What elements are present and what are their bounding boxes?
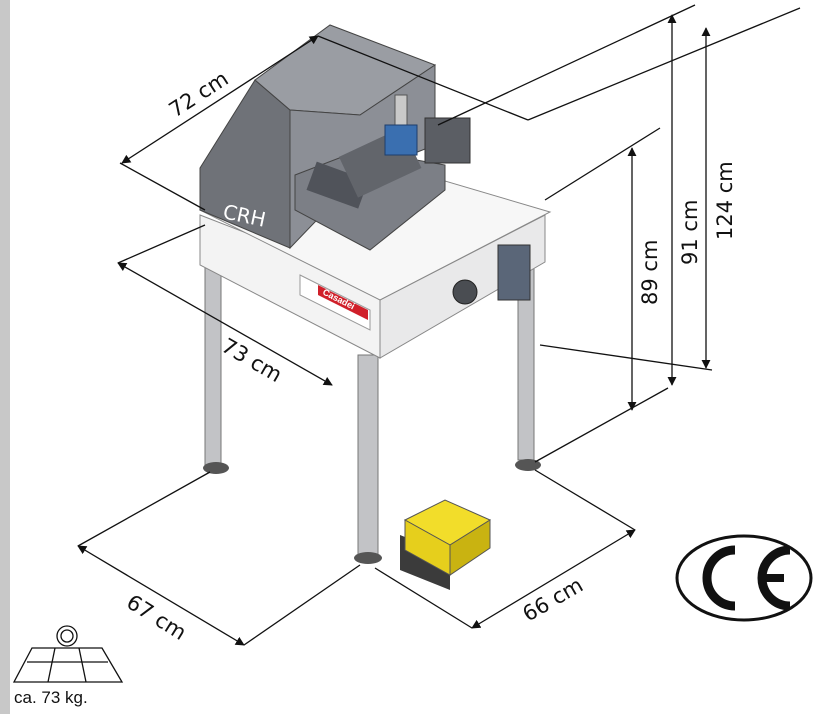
- ext-line: [77, 471, 211, 547]
- ext-line: [317, 35, 529, 121]
- back-left-leg: [203, 249, 229, 474]
- pneumatic-unit: [452, 244, 531, 305]
- dim-line-72: [121, 35, 319, 164]
- ext-line: [437, 4, 696, 126]
- foot-pedal: [400, 499, 492, 590]
- ext-line: [539, 344, 713, 371]
- dim-label-89: 89 cm: [638, 240, 662, 305]
- dim-label-124: 124 cm: [713, 161, 737, 240]
- ext-line: [527, 7, 801, 121]
- valve-assembly: [384, 94, 471, 164]
- machine-drawing: [198, 24, 552, 590]
- ext-line: [117, 224, 206, 264]
- ext-line: [544, 127, 661, 201]
- dim-line-67: [77, 545, 245, 646]
- ext-line: [243, 564, 361, 646]
- ext-line: [374, 567, 473, 629]
- weight-icon: [12, 625, 124, 683]
- ce-mark-icon: [675, 534, 813, 622]
- weight-label: ca. 73 kg.: [14, 688, 88, 707]
- dim-label-67: 67 cm: [122, 590, 190, 645]
- left-edge-bar: [0, 0, 10, 714]
- dimension-lines: [77, 4, 801, 646]
- dim-line-66: [471, 529, 636, 629]
- dim-label-73: 73 cm: [218, 334, 287, 387]
- ext-line: [534, 469, 636, 531]
- back-right-leg: [515, 254, 541, 471]
- dim-line-73: [117, 262, 333, 386]
- ext-line: [534, 387, 669, 463]
- front-leg: [354, 354, 382, 564]
- dim-label-66: 66 cm: [519, 573, 588, 626]
- ext-line: [119, 162, 206, 211]
- dim-label-91: 91 cm: [678, 200, 702, 265]
